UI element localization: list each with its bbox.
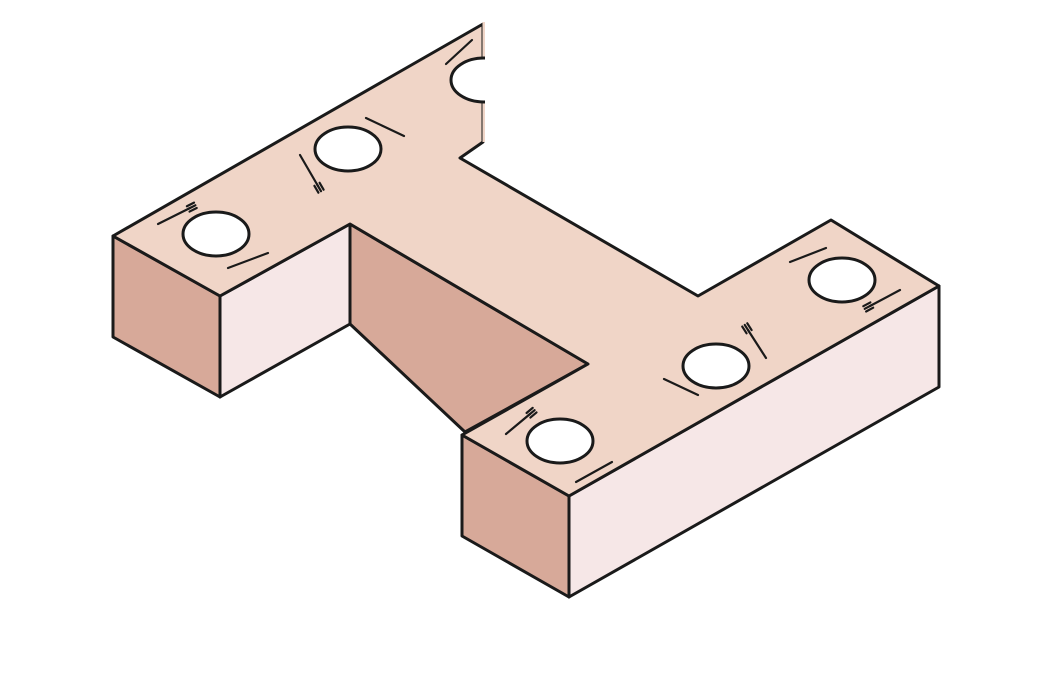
fork-icon xyxy=(298,153,325,194)
fork-handle xyxy=(746,328,768,360)
fork-handle xyxy=(298,153,320,188)
fork-icon xyxy=(741,322,768,360)
place-setting xyxy=(298,116,406,194)
fork-tine xyxy=(315,183,323,193)
fork-tine xyxy=(187,204,197,210)
fork-handle xyxy=(156,206,192,226)
plate-icon xyxy=(313,125,383,173)
plate-icon xyxy=(525,417,595,465)
fork-tine xyxy=(863,303,873,310)
plate-icon xyxy=(807,256,877,304)
knife-icon xyxy=(364,116,406,138)
fork-tine xyxy=(527,409,536,417)
place-setting xyxy=(662,322,768,397)
fork-tine xyxy=(746,322,753,332)
fork-tine xyxy=(743,323,751,333)
fork-tine xyxy=(525,406,534,415)
fork-tine xyxy=(529,411,538,419)
place-setting xyxy=(156,201,270,270)
knife-icon xyxy=(574,460,614,484)
crop-mask-top xyxy=(485,0,1039,150)
knife-icon xyxy=(226,251,270,270)
place-setting xyxy=(504,406,614,484)
fork-tine xyxy=(318,181,325,191)
fork-icon xyxy=(156,201,198,226)
fork-handle xyxy=(868,288,902,308)
knife-icon xyxy=(788,246,828,264)
knife-icon xyxy=(444,38,474,66)
fork-handle xyxy=(504,412,532,436)
knife-icon xyxy=(662,377,700,397)
fork-tine xyxy=(188,206,198,213)
plate-icon xyxy=(681,342,751,390)
fork-tine xyxy=(313,184,320,194)
fork-icon xyxy=(504,406,538,436)
fork-tine xyxy=(862,301,872,308)
fork-tine xyxy=(185,201,196,208)
fork-tine xyxy=(865,306,875,313)
fork-tine xyxy=(741,325,748,335)
place-setting xyxy=(788,246,902,313)
fork-icon xyxy=(862,288,902,313)
plate-icon xyxy=(181,210,251,258)
